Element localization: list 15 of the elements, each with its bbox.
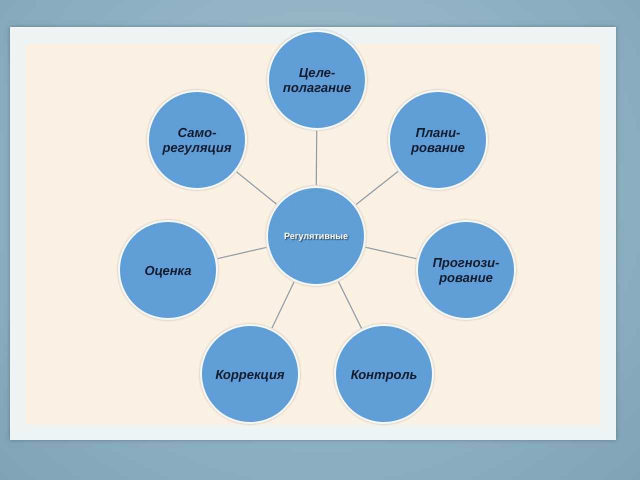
node-label: Прогнози- рование bbox=[432, 255, 500, 285]
connector-line bbox=[316, 131, 318, 185]
node-label: Регулятивные bbox=[283, 230, 349, 242]
node-label: Коррекция bbox=[214, 366, 286, 382]
node-label: Плани- рование bbox=[410, 125, 466, 155]
connector-line bbox=[356, 171, 398, 205]
node-label: Целе- полагание bbox=[282, 65, 352, 95]
node-label: Само- регуляция bbox=[161, 125, 233, 155]
node-label: Оценка bbox=[143, 262, 193, 278]
connector-line bbox=[236, 172, 277, 204]
connector-line bbox=[338, 281, 362, 329]
connector-line bbox=[271, 282, 295, 328]
node-label: Контроль bbox=[350, 366, 418, 382]
connector-line bbox=[366, 246, 416, 260]
connector-line bbox=[218, 246, 266, 260]
